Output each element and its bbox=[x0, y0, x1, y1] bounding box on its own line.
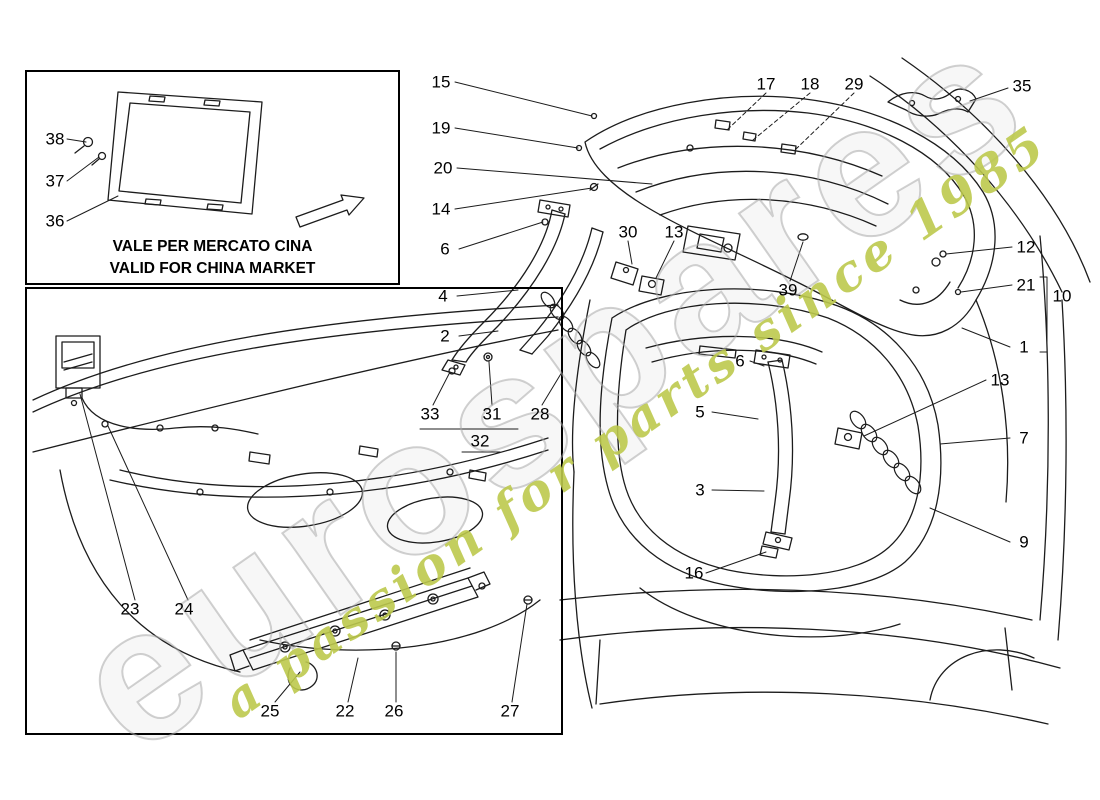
trim-panel-drawing bbox=[32, 304, 559, 691]
callout-13-right[interactable]: 13 bbox=[990, 370, 1010, 390]
trunk-aperture-drawing bbox=[599, 288, 942, 593]
callout-19[interactable]: 19 bbox=[431, 118, 451, 138]
callout-38[interactable]: 38 bbox=[45, 129, 65, 149]
callout-39[interactable]: 39 bbox=[778, 280, 798, 300]
callout-26[interactable]: 26 bbox=[384, 701, 404, 721]
callout-37[interactable]: 37 bbox=[45, 171, 65, 191]
callout-14[interactable]: 14 bbox=[431, 199, 451, 219]
callout-4[interactable]: 4 bbox=[438, 286, 448, 306]
callout-15[interactable]: 15 bbox=[431, 72, 451, 92]
callout-16[interactable]: 16 bbox=[684, 563, 704, 583]
right-gas-spring-drawing bbox=[849, 410, 922, 495]
callout-6-left-hinge[interactable]: 6 bbox=[440, 239, 450, 259]
callout-5[interactable]: 5 bbox=[695, 402, 705, 422]
right-hinge-drawing bbox=[753, 349, 922, 551]
callout-30[interactable]: 30 bbox=[618, 222, 638, 242]
china-plate-frame-drawing bbox=[74, 91, 263, 215]
china-market-box bbox=[25, 70, 400, 285]
callout-10[interactable]: 10 bbox=[1052, 286, 1072, 306]
leader-lines bbox=[66, 81, 1048, 703]
callout-6-right-hinge[interactable]: 6 bbox=[735, 351, 745, 371]
callout-2[interactable]: 2 bbox=[440, 326, 450, 346]
china-arrow-icon bbox=[295, 194, 365, 228]
callout-17[interactable]: 17 bbox=[756, 74, 776, 94]
callout-24[interactable]: 24 bbox=[174, 599, 194, 619]
callout-13-left[interactable]: 13 bbox=[664, 222, 684, 242]
left-hinge-drawing bbox=[441, 199, 665, 376]
callout-22[interactable]: 22 bbox=[335, 701, 355, 721]
callout-9[interactable]: 9 bbox=[1019, 532, 1029, 552]
rear-lid-drawing bbox=[575, 95, 996, 337]
callout-28[interactable]: 28 bbox=[530, 404, 550, 424]
callout-31[interactable]: 31 bbox=[482, 404, 502, 424]
callout-29[interactable]: 29 bbox=[844, 74, 864, 94]
callout-1[interactable]: 1 bbox=[1019, 337, 1029, 357]
callout-36[interactable]: 36 bbox=[45, 211, 65, 231]
callout-21[interactable]: 21 bbox=[1016, 275, 1036, 295]
mount-bracket-drawing bbox=[887, 88, 977, 117]
callout-18[interactable]: 18 bbox=[800, 74, 820, 94]
callout-33[interactable]: 33 bbox=[420, 404, 440, 424]
callout-20[interactable]: 20 bbox=[433, 158, 453, 178]
callout-27[interactable]: 27 bbox=[500, 701, 520, 721]
callout-32[interactable]: 32 bbox=[470, 431, 490, 451]
china-caption-italian: VALE PER MERCATO CINA bbox=[112, 238, 313, 255]
inner-trim-box bbox=[25, 287, 563, 735]
china-caption-english: VALID FOR CHINA MARKET bbox=[109, 260, 316, 277]
callout-35[interactable]: 35 bbox=[1012, 76, 1032, 96]
callout-23[interactable]: 23 bbox=[120, 599, 140, 619]
callout-12[interactable]: 12 bbox=[1016, 237, 1036, 257]
callout-3[interactable]: 3 bbox=[695, 480, 705, 500]
callout-25[interactable]: 25 bbox=[260, 701, 280, 721]
car-body-lines-drawing bbox=[559, 57, 1091, 725]
china-market-caption: VALE PER MERCATO CINA VALID FOR CHINA MA… bbox=[25, 236, 400, 280]
callout-7[interactable]: 7 bbox=[1019, 428, 1029, 448]
